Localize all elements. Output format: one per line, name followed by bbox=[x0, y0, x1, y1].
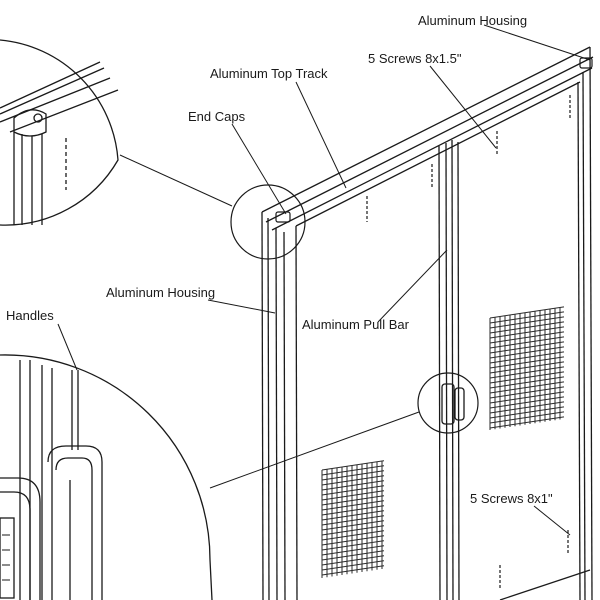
mesh-line bbox=[321, 485, 385, 496]
mesh-line bbox=[321, 520, 385, 531]
mesh-line bbox=[489, 346, 565, 359]
label-aluminum-top-track: Aluminum Top Track bbox=[210, 66, 328, 81]
mesh-line bbox=[321, 500, 385, 511]
mesh-line bbox=[489, 391, 565, 404]
mesh-line bbox=[489, 326, 565, 339]
door-frame bbox=[261, 46, 594, 600]
label-aluminum-housing-side: Aluminum Housing bbox=[106, 285, 215, 300]
mesh-line bbox=[321, 525, 385, 536]
lock-engraving bbox=[2, 534, 10, 581]
detail-circle-pullbar bbox=[417, 372, 479, 434]
mesh-line bbox=[489, 371, 565, 384]
mesh-line bbox=[321, 535, 385, 546]
mesh-line bbox=[489, 306, 565, 319]
mesh-line bbox=[489, 406, 565, 419]
mesh-line bbox=[321, 505, 385, 516]
mesh-line bbox=[489, 366, 565, 379]
mesh-line bbox=[321, 495, 385, 506]
detail-circle-endcaps bbox=[230, 184, 306, 260]
mesh-line bbox=[489, 311, 565, 324]
mesh-line bbox=[321, 480, 385, 491]
mesh-line bbox=[489, 376, 565, 389]
mesh-line bbox=[321, 545, 385, 556]
mesh-line bbox=[321, 550, 385, 561]
mesh-line bbox=[489, 356, 565, 369]
mesh-line bbox=[489, 336, 565, 349]
mesh-line bbox=[321, 555, 385, 566]
label-aluminum-housing-top: Aluminum Housing bbox=[418, 13, 527, 28]
mesh-line bbox=[489, 396, 565, 409]
mesh-upper bbox=[489, 306, 565, 430]
mesh-line bbox=[489, 416, 565, 429]
detail-connectors bbox=[119, 154, 420, 489]
mesh-line bbox=[489, 361, 565, 374]
mesh-line bbox=[489, 316, 565, 329]
label-end-caps: End Caps bbox=[188, 109, 246, 124]
label-handles: Handles bbox=[6, 308, 54, 323]
mesh-line bbox=[321, 460, 385, 471]
mesh-line bbox=[489, 386, 565, 399]
leader-lines bbox=[57, 24, 591, 536]
top-screws bbox=[366, 95, 571, 222]
mesh-line bbox=[321, 515, 385, 526]
mesh-lower bbox=[321, 460, 385, 578]
mesh-line bbox=[489, 341, 565, 354]
mesh-line bbox=[321, 465, 385, 476]
inset-top-left bbox=[0, 39, 119, 226]
mesh-line bbox=[321, 510, 385, 521]
label-aluminum-pull-bar: Aluminum Pull Bar bbox=[302, 317, 410, 332]
bottom-screw bbox=[499, 530, 569, 590]
mesh-line bbox=[321, 560, 385, 571]
pull-bar-handle bbox=[441, 383, 465, 425]
mesh-line bbox=[489, 381, 565, 394]
end-cap-corner bbox=[275, 57, 593, 223]
inset-bottom-left bbox=[0, 354, 213, 600]
mesh-line bbox=[489, 321, 565, 334]
mesh-line bbox=[321, 540, 385, 551]
mesh-line bbox=[321, 475, 385, 486]
mesh-line bbox=[489, 411, 565, 424]
mesh-line bbox=[321, 565, 385, 576]
label-screws-top: 5 Screws 8x1.5" bbox=[368, 51, 462, 66]
callout-labels: Aluminum Housing Aluminum Top Track 5 Sc… bbox=[6, 13, 553, 506]
mesh-line bbox=[489, 331, 565, 344]
label-screws-bottom: 5 Screws 8x1" bbox=[470, 491, 553, 506]
mesh-line bbox=[489, 351, 565, 364]
mesh-line bbox=[489, 401, 565, 414]
mesh-line bbox=[321, 490, 385, 501]
mesh-line bbox=[321, 530, 385, 541]
mesh-line bbox=[321, 470, 385, 481]
